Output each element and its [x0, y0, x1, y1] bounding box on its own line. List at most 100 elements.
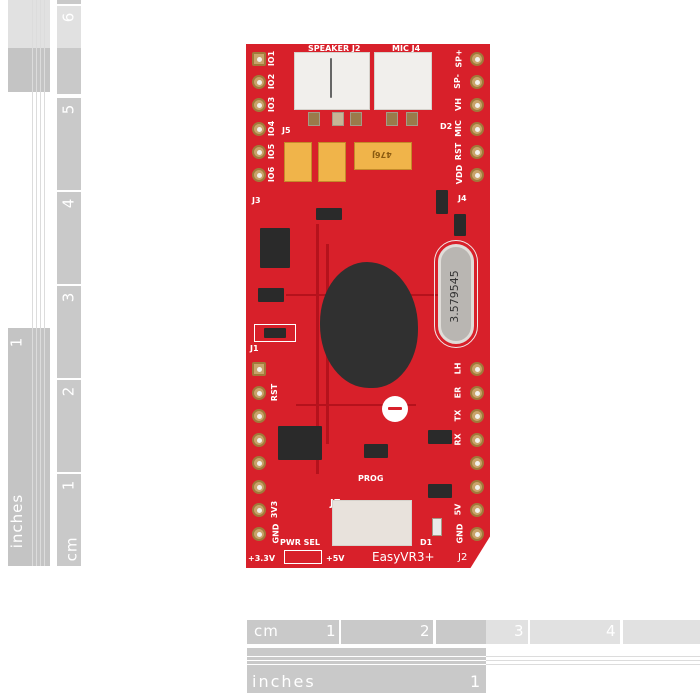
- ruler-line: [486, 664, 700, 665]
- ruler-inch-segment: [8, 48, 50, 92]
- ruler-line: [247, 660, 486, 661]
- ref-designator-j2: J2: [458, 552, 468, 563]
- solder-joint: [308, 112, 320, 126]
- ref-designator-j3: J3: [252, 196, 261, 205]
- ruler-cm-segment: [57, 0, 81, 4]
- jumper-title: PWR SEL: [280, 538, 320, 547]
- ruler-label-3cm: 3: [514, 622, 525, 640]
- header-pad: [470, 409, 484, 423]
- ruler-label-2cm: 2: [420, 622, 431, 640]
- pin-label: IO1: [267, 50, 277, 67]
- pin-label: IO4: [267, 120, 277, 137]
- sot-ic: [436, 190, 448, 214]
- crystal-marking: 3.579545: [447, 270, 461, 323]
- ref-designator-j5: J5: [282, 126, 291, 135]
- ruler-inch-segment: [247, 648, 486, 693]
- pin-label: IO6: [267, 166, 277, 183]
- led-d1: [432, 518, 442, 536]
- ruler-line: [486, 656, 700, 657]
- header-pad: [252, 52, 266, 66]
- product-name: EasyVR3+: [372, 550, 435, 564]
- solder-joint: [350, 112, 362, 126]
- ruler-label-4cm: 4: [606, 622, 617, 640]
- prog-connector: [332, 500, 412, 546]
- header-pad: [252, 168, 266, 182]
- chip-on-board-blob: [320, 262, 418, 388]
- pin-label: RX: [453, 433, 463, 446]
- ruler-label-1cm: 1: [326, 622, 337, 640]
- ref-designator-d2: D2: [440, 122, 453, 131]
- ruler-label-4cm: 4: [59, 197, 78, 209]
- jumper-j1: [254, 324, 296, 342]
- jumper-right-label: +5V: [326, 554, 345, 563]
- pcb-trace: [316, 224, 319, 474]
- pin-label: IO5: [267, 143, 277, 160]
- header-pad: [470, 98, 484, 112]
- header-pad: [252, 362, 266, 376]
- crystal-outline: [434, 240, 478, 348]
- ruler-inch-segment: [8, 0, 50, 48]
- header-pad: [470, 362, 484, 376]
- ruler-label-1in: 1: [470, 672, 482, 691]
- ruler-cm-segment: [57, 192, 81, 284]
- ruler-line: [247, 664, 486, 665]
- header-pad: [252, 75, 266, 89]
- header-pad: [252, 480, 266, 494]
- ruler-cm-segment: [486, 620, 528, 644]
- ruler-line: [36, 0, 37, 566]
- ruler-cm-segment: [57, 286, 81, 378]
- sot-ic: [428, 430, 452, 444]
- pin-label: SP+: [454, 49, 464, 68]
- soic-ic: [278, 426, 322, 460]
- pin-label: LH: [453, 362, 463, 375]
- solder-joint: [386, 112, 398, 126]
- ruler-line: [40, 0, 41, 566]
- header-pad: [470, 433, 484, 447]
- speaker-pin: [330, 58, 332, 98]
- capacitor-marking: 476J: [372, 150, 392, 159]
- pin-label: IO3: [267, 96, 277, 113]
- ruler-cm-segment: [530, 620, 620, 644]
- pin-label: VH: [453, 98, 463, 111]
- tantalum-capacitor-476j: [354, 142, 412, 170]
- pin-label: MIC: [453, 120, 463, 137]
- ref-designator-j1: J1: [250, 344, 259, 353]
- mic-connector: [374, 52, 432, 110]
- ruler-label-1in: 1: [7, 336, 26, 348]
- header-pad: [252, 456, 266, 470]
- ruler-line: [44, 0, 45, 566]
- ruler-cm-segment: [57, 6, 81, 48]
- pin-label: ER: [453, 386, 463, 399]
- header-pad: [470, 168, 484, 182]
- prog-label: PROG: [358, 474, 384, 483]
- logo-mark-bar: [388, 407, 402, 410]
- header-pad: [252, 503, 266, 517]
- easyvr-board: IO1 IO2 IO3 IO4 IO5 IO6 RST 3V3 GND SP+ …: [246, 44, 490, 568]
- sot-ic: [364, 444, 388, 458]
- speaker-connector-label: SPEAKER J2: [308, 44, 361, 53]
- header-pad: [252, 527, 266, 541]
- jumper-left-label: +3.3V: [248, 554, 276, 563]
- ruler-cm-segment: [57, 474, 81, 566]
- ruler-cm-segment: [57, 98, 81, 190]
- solder-joint: [332, 112, 344, 126]
- ruler-unit-inches: inches: [8, 493, 27, 549]
- header-pad: [252, 122, 266, 136]
- ruler-inch-segment: [8, 328, 50, 566]
- tantalum-capacitor: [318, 142, 346, 182]
- header-pad: [252, 145, 266, 159]
- header-pad: [470, 456, 484, 470]
- jumper-j1-body: [264, 328, 286, 338]
- ruler-cm-segment: [341, 620, 433, 644]
- tantalum-capacitor: [284, 142, 312, 182]
- header-pad: [470, 480, 484, 494]
- pin-label: RST: [454, 142, 464, 161]
- sot-ic: [428, 484, 452, 498]
- pcb-trace: [296, 404, 416, 406]
- ruler-unit-cm: cm: [62, 536, 81, 562]
- pin-label: 3V3: [270, 500, 280, 519]
- voltage-regulator: [260, 228, 290, 268]
- power-select-jumper: [284, 550, 322, 564]
- ruler-label-2cm: 2: [59, 385, 78, 397]
- header-pad: [252, 98, 266, 112]
